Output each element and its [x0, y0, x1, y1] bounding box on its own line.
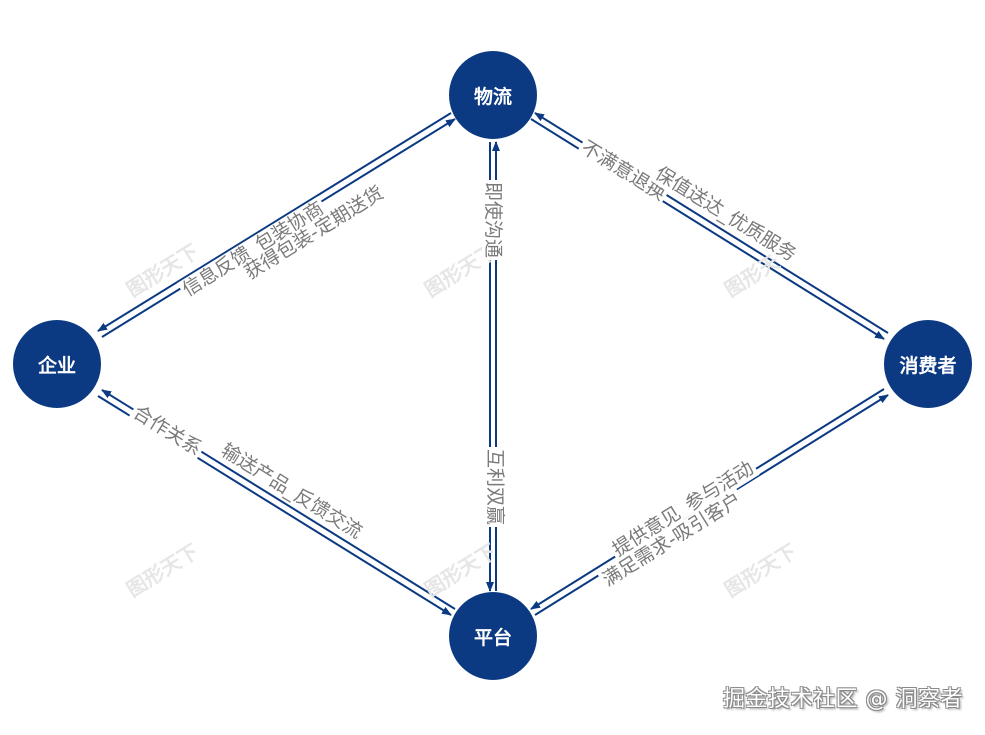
node-label: 消费者	[899, 354, 957, 377]
node-consumer[interactable]: 消费者	[884, 320, 972, 408]
node-label: 企业	[37, 354, 76, 377]
node-enterprise[interactable]: 企业	[13, 320, 101, 408]
node-label: 平台	[473, 626, 512, 649]
edge-label-logistics-platform: 即使沟通	[482, 180, 504, 261]
node-logistics[interactable]: 物流	[449, 51, 537, 139]
edge-label-platform-logistics: 互利双赢	[484, 447, 506, 528]
footer-credit: 掘金技术社区 @ 洞察者	[723, 687, 963, 712]
node-label: 物流	[473, 85, 512, 108]
node-platform[interactable]: 平台	[449, 592, 537, 680]
